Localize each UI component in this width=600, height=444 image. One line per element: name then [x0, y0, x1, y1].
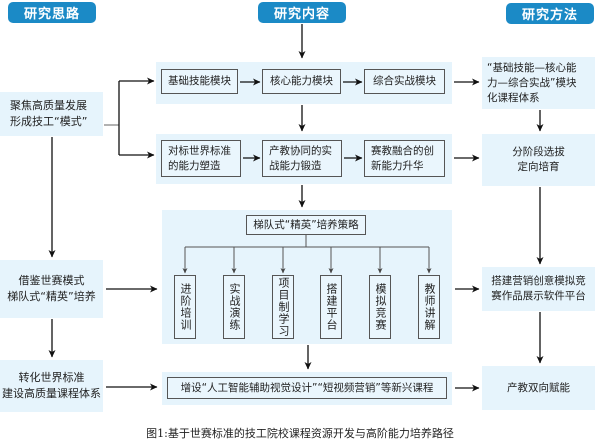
right-box-line: 赛作品展示软件平台 [491, 290, 586, 302]
right-box-line: 分阶段选拔 [512, 146, 565, 158]
right-box-line: 定向培育 [517, 161, 560, 173]
left-box-line: 转化世界标准 [18, 371, 85, 384]
strategy-title: 梯队式“精英”培养策略 [246, 215, 366, 235]
ability-world-standard: 对标世界标准 的能力塑造 [161, 140, 241, 177]
ability-line: 战能力锻造 [269, 159, 322, 172]
header-research-methods: 研究方法 [506, 3, 594, 24]
left-box-line: 借鉴世赛模式 [18, 274, 85, 287]
strategy-item-teacher-lecture: 教师讲解 [418, 275, 440, 339]
right-box-line: 力—综合实战”模块 [487, 76, 577, 89]
ability-line: 对标世界标准 [168, 144, 231, 157]
module-comprehensive-practice: 综合实战模块 [364, 69, 445, 94]
left-box-focus-quality: 聚焦高质量发展 形成技工“模式” [0, 92, 103, 136]
left-box-line: 建设高质量课程体系 [2, 387, 101, 400]
right-box-modular-curriculum: “基础技能—核心能 力—综合实战”模块 化课程体系 [482, 57, 595, 109]
ability-line: 的能力塑造 [168, 159, 221, 172]
strategy-item-practical-drill: 实战演练 [223, 275, 245, 339]
ability-line: 产教协同的实 [269, 144, 332, 157]
left-box-line: 梯队式“精英”培养 [7, 290, 96, 303]
right-box-line: 产教双向赋能 [507, 381, 570, 394]
strategy-item-advanced-training: 进阶培训 [174, 275, 196, 339]
ability-line: 赛教融合的创 [371, 144, 434, 157]
figure-caption: 图1:基于世赛标准的技工院校课程资源开发与高阶能力培养路径 [146, 427, 454, 440]
strategy-item-project-learning: 项目制学习 [272, 275, 294, 339]
ability-industry-education: 产教协同的实 战能力锻造 [262, 140, 342, 177]
right-box-software-platform: 搭建营销创意模拟竞 赛作品展示软件平台 [482, 267, 595, 311]
header-research-ideas: 研究思路 [8, 2, 96, 23]
right-box-line: 化课程体系 [487, 91, 540, 104]
header-research-content: 研究内容 [258, 2, 346, 23]
left-box-line: 聚焦高质量发展 [10, 99, 87, 112]
right-box-industry-empowerment: 产教双向赋能 [482, 366, 595, 410]
left-box-world-standard: 转化世界标准 建设高质量课程体系 [0, 360, 103, 412]
new-courses-box: 增设“人工智能辅助视觉设计”“短视频营销”等新兴课程 [167, 377, 447, 399]
right-box-staged-selection: 分阶段选拔 定向培育 [482, 134, 595, 186]
right-box-line: “基础技能—核心能 [487, 61, 577, 74]
module-core-ability: 核心能力模块 [262, 69, 341, 94]
ability-line: 新能力升华 [371, 159, 424, 172]
left-box-worldskills-model: 借鉴世赛模式 梯队式“精英”培养 [0, 260, 103, 318]
ability-competition-innovation: 赛教融合的创 新能力升华 [364, 140, 445, 177]
strategy-item-build-platform: 搭建平台 [320, 275, 342, 339]
right-box-line: 搭建营销创意模拟竞 [491, 275, 586, 287]
strategy-item-mock-competition: 模拟竞赛 [369, 275, 391, 339]
module-basic-skills: 基础技能模块 [161, 69, 238, 94]
left-box-line: 形成技工“模式” [10, 115, 88, 128]
